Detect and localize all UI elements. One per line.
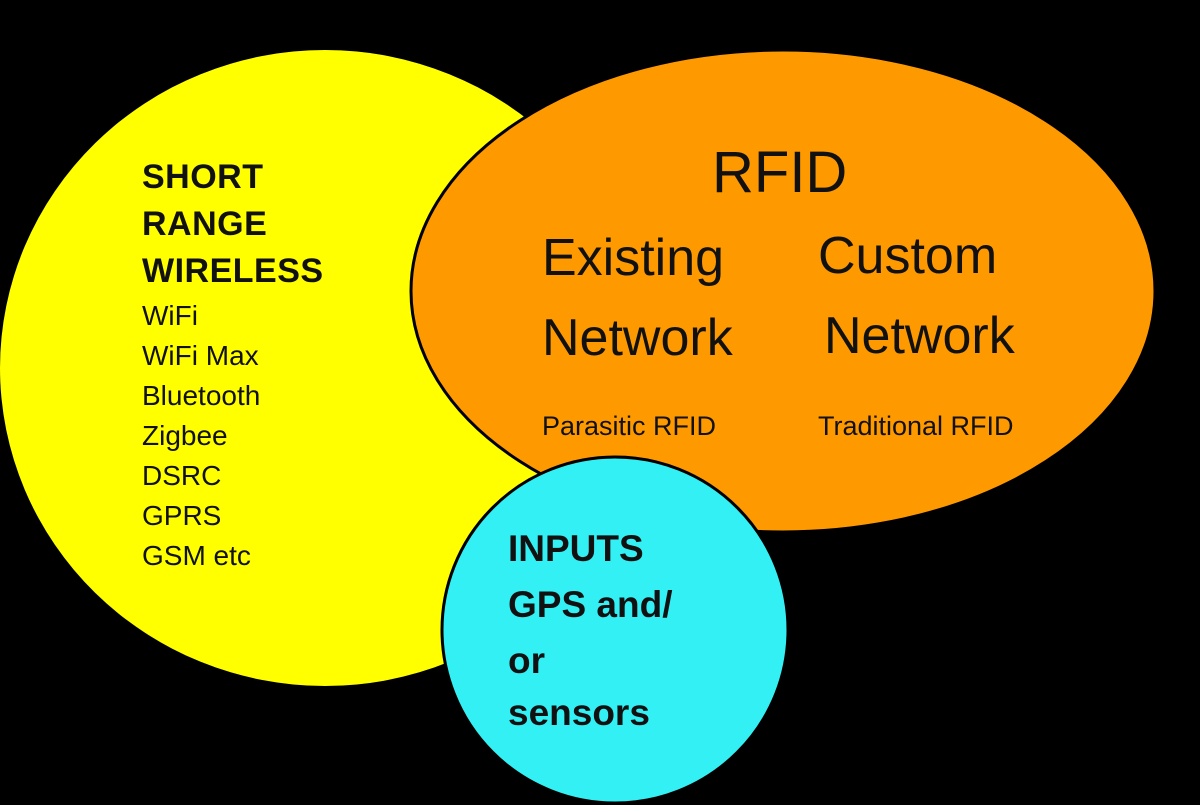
custom-network-line-1: Custom xyxy=(818,227,998,285)
tech-item-wifi-max: WiFi Max xyxy=(142,340,259,371)
traditional-rfid-label: Traditional RFID xyxy=(818,411,1014,441)
existing-network-line-1: Existing xyxy=(542,229,725,287)
tech-item-wifi: WiFi xyxy=(142,300,198,331)
tech-item-gsm: GSM etc xyxy=(142,540,251,571)
custom-network-line-2: Network xyxy=(824,307,1015,365)
tech-item-gprs: GPRS xyxy=(142,500,222,531)
tech-item-bluetooth: Bluetooth xyxy=(142,380,261,411)
rfid-title: RFID xyxy=(712,140,848,205)
tech-item-zigbee: Zigbee xyxy=(142,420,228,451)
existing-network-line-2: Network xyxy=(542,309,733,367)
short-range-heading-line-1: SHORT xyxy=(142,158,264,196)
inputs-line-3: or xyxy=(508,640,545,681)
inputs-line-4: sensors xyxy=(508,692,650,733)
short-range-heading-line-2: RANGE xyxy=(142,205,268,243)
tech-item-dsrc: DSRC xyxy=(142,460,222,491)
rfid-ellipse xyxy=(409,48,1157,534)
inputs-line-2: GPS and/ xyxy=(508,584,673,625)
inputs-line-1: INPUTS xyxy=(508,528,644,569)
short-range-heading-line-3: WIRELESS xyxy=(142,252,324,290)
parasitic-rfid-label: Parasitic RFID xyxy=(542,411,717,441)
inputs-circle xyxy=(440,455,790,805)
